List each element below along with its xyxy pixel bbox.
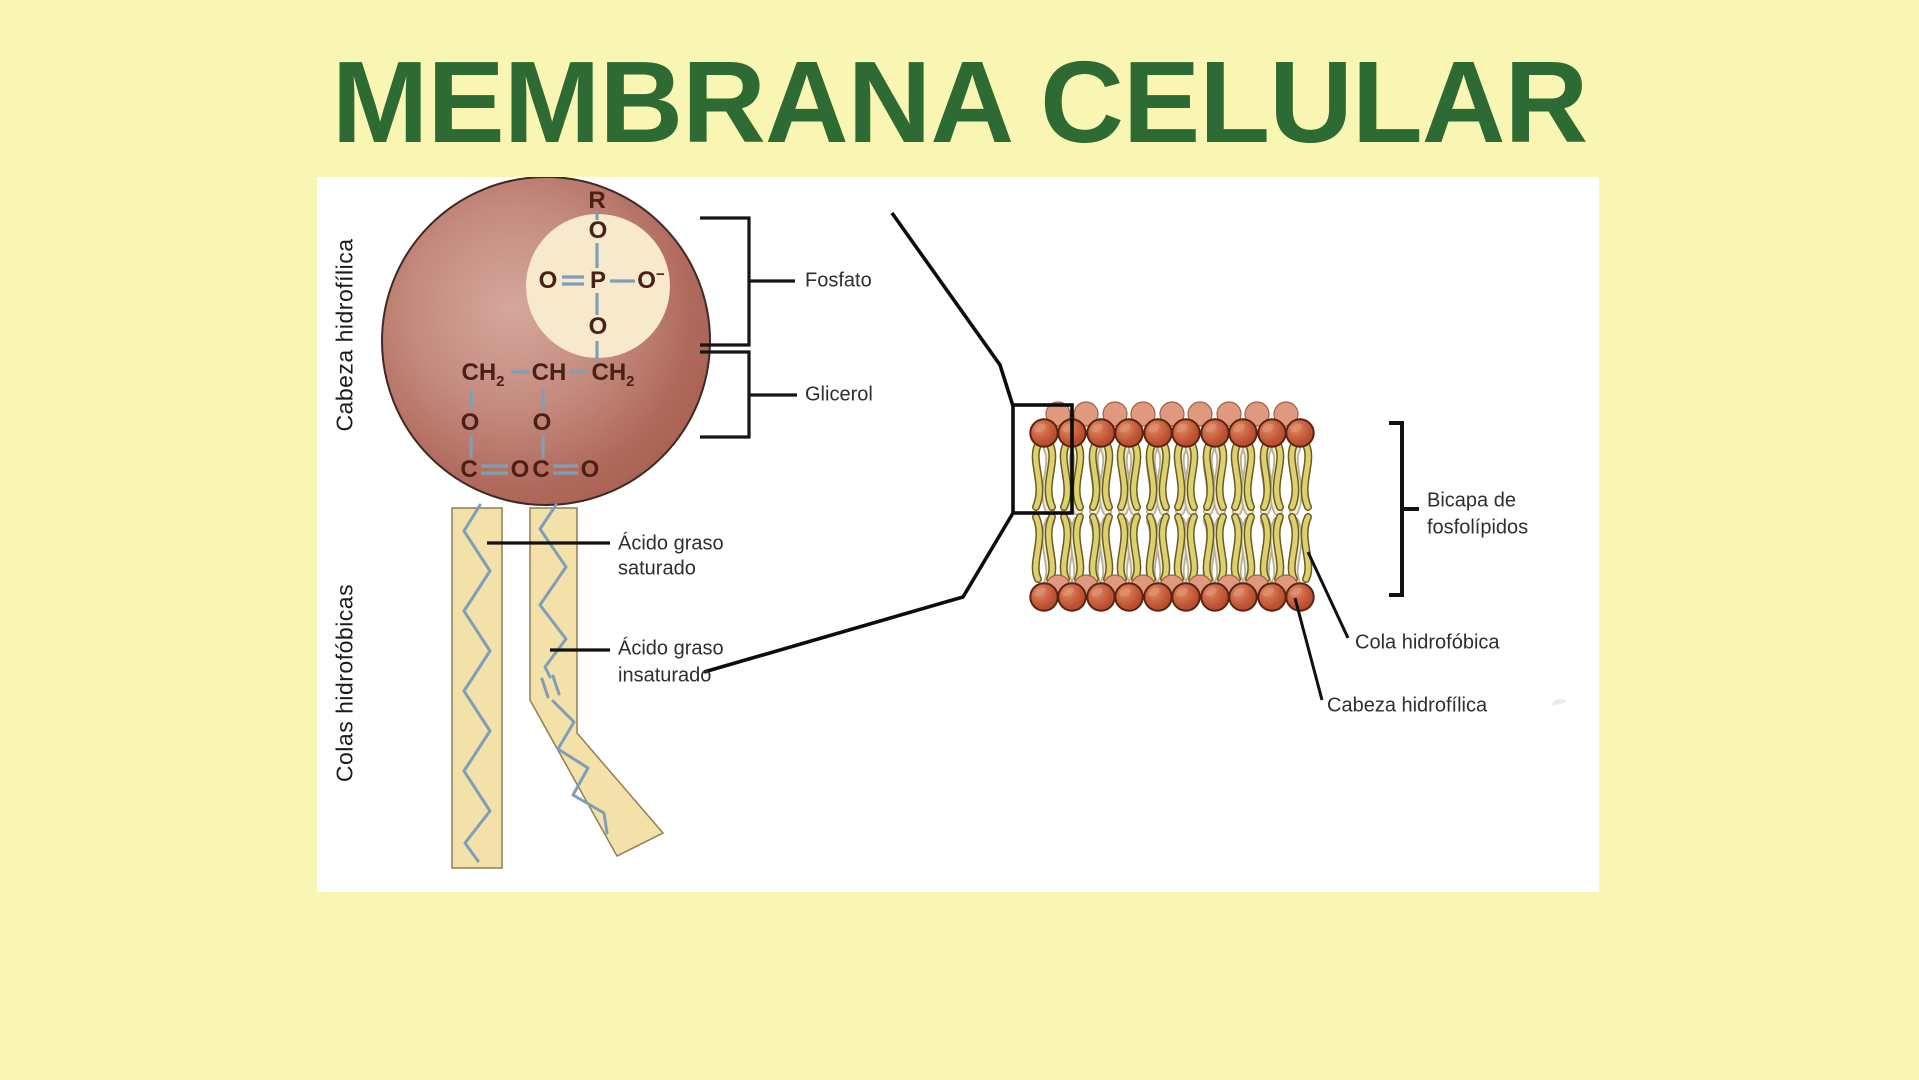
subscript-2: 2	[626, 372, 635, 390]
atom-o-carbonyl-left: O	[510, 456, 530, 483]
phospholipid-bilayer	[1029, 401, 1315, 612]
atom-o-top: O	[588, 217, 608, 244]
atom-o-mid: O	[588, 313, 608, 340]
head-leader-line	[1293, 597, 1324, 701]
saturated-tail-band	[451, 507, 503, 869]
label-bilayer-line2: fosfolípidos	[1427, 516, 1529, 539]
atom-c-right: C	[532, 456, 550, 483]
page-title: MEMBRANA CELULAR	[331, 37, 1589, 167]
diagram-panel: Cabeza hidrofílica Colas hidrofóbicas R …	[317, 177, 1599, 892]
label-unsaturated-line1: Ácido graso	[618, 637, 724, 660]
label-hydrophilic-head: Cabeza hidrofílica	[331, 238, 358, 432]
formula-bonds	[469, 212, 635, 475]
zoom-line-bottom	[703, 512, 1015, 674]
atom-c-left: C	[460, 456, 478, 483]
atom-o-double: O	[538, 267, 558, 294]
zoom-highlight-rect	[1011, 403, 1074, 515]
glicerol-bracket	[700, 350, 797, 439]
phospholipid-head-sphere	[381, 177, 711, 506]
label-saturated-line2: saturado	[618, 557, 696, 580]
atom-o-ester-left: O	[460, 409, 480, 436]
atom-ch2-left: CH2	[461, 359, 505, 390]
unsaturated-chain-zigzag-lower	[551, 699, 609, 835]
atom-o-minus: O−	[637, 266, 665, 294]
atom-o-ester-right: O	[532, 409, 552, 436]
cis-double-bond	[540, 674, 561, 699]
zoom-line-top	[890, 211, 1015, 407]
tail-leader-line	[1306, 551, 1350, 639]
phosphate-highlight-circle	[526, 214, 670, 358]
atom-ch2-right: CH2	[591, 359, 635, 390]
atom-o-carbonyl-right: O	[580, 456, 600, 483]
label-hydrophilic-head: Cabeza hidrofílica	[1327, 694, 1488, 717]
bilayer-bracket	[1389, 421, 1419, 597]
label-bilayer-line1: Bicapa de	[1427, 489, 1516, 512]
unsaturated-chain-zigzag-upper	[538, 503, 568, 679]
atom-r: R	[588, 187, 606, 214]
saturated-chain-zigzag	[462, 503, 492, 863]
label-fosfato: Fosfato	[805, 269, 872, 292]
label-hydrophobic-tail: Cola hidrofóbica	[1355, 631, 1500, 654]
faint-smudge	[1551, 698, 1567, 706]
unsaturated-tail-band	[529, 507, 665, 857]
atom-ch: CH	[531, 359, 567, 386]
fosfato-bracket	[700, 216, 795, 347]
atom-p: P	[589, 267, 607, 294]
subscript-2: 2	[496, 372, 505, 390]
label-glicerol: Glicerol	[805, 383, 873, 406]
label-unsaturated-line2: insaturado	[618, 664, 712, 687]
superscript-minus: −	[655, 266, 665, 283]
diagram-graphics	[381, 177, 1567, 869]
label-hydrophobic-tails: Colas hidrofóbicas	[331, 583, 358, 783]
label-saturated-line1: Ácido graso	[618, 532, 724, 555]
